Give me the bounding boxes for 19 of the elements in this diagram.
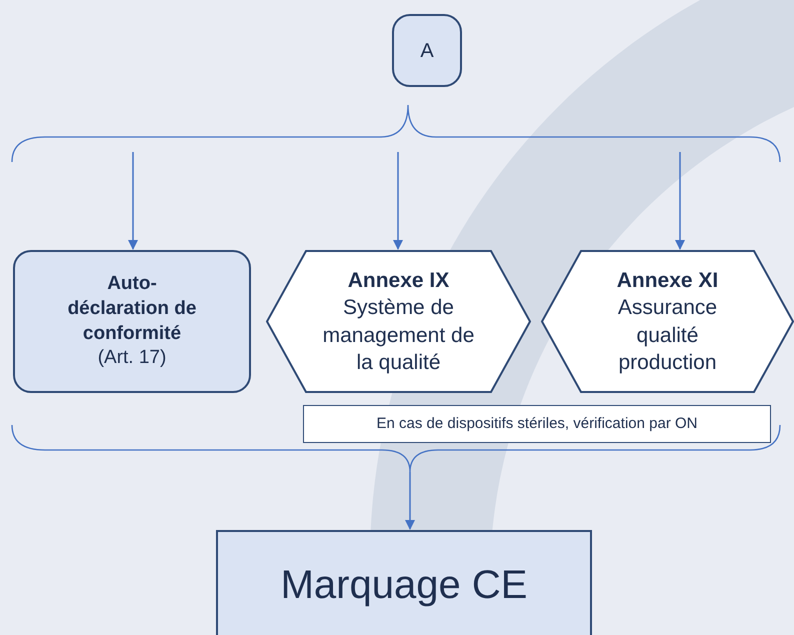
node-text: Système de management de la qualité — [322, 295, 476, 376]
node-text: A — [420, 38, 434, 64]
process-box — [392, 14, 462, 87]
heading-text: Annexe IX — [348, 268, 450, 294]
heading-text: Auto-déclaration de conformité — [66, 272, 198, 346]
node-text: (Art. 17) — [98, 346, 166, 370]
note-box — [303, 405, 771, 443]
hexagon-box — [266, 250, 531, 393]
heading-text: Annexe XI — [616, 268, 718, 294]
node-text: En cas de dispositifs stériles, vérification par ON — [376, 414, 698, 434]
arrow — [675, 152, 685, 250]
process-box — [13, 250, 251, 393]
arrow — [128, 152, 138, 250]
node-text: Assurance qualité production — [616, 295, 718, 376]
hexagon-box — [541, 250, 794, 393]
arrow — [393, 152, 403, 250]
arrow — [405, 472, 415, 530]
process-box — [216, 530, 592, 635]
node-text: Marquage CE — [280, 562, 528, 609]
